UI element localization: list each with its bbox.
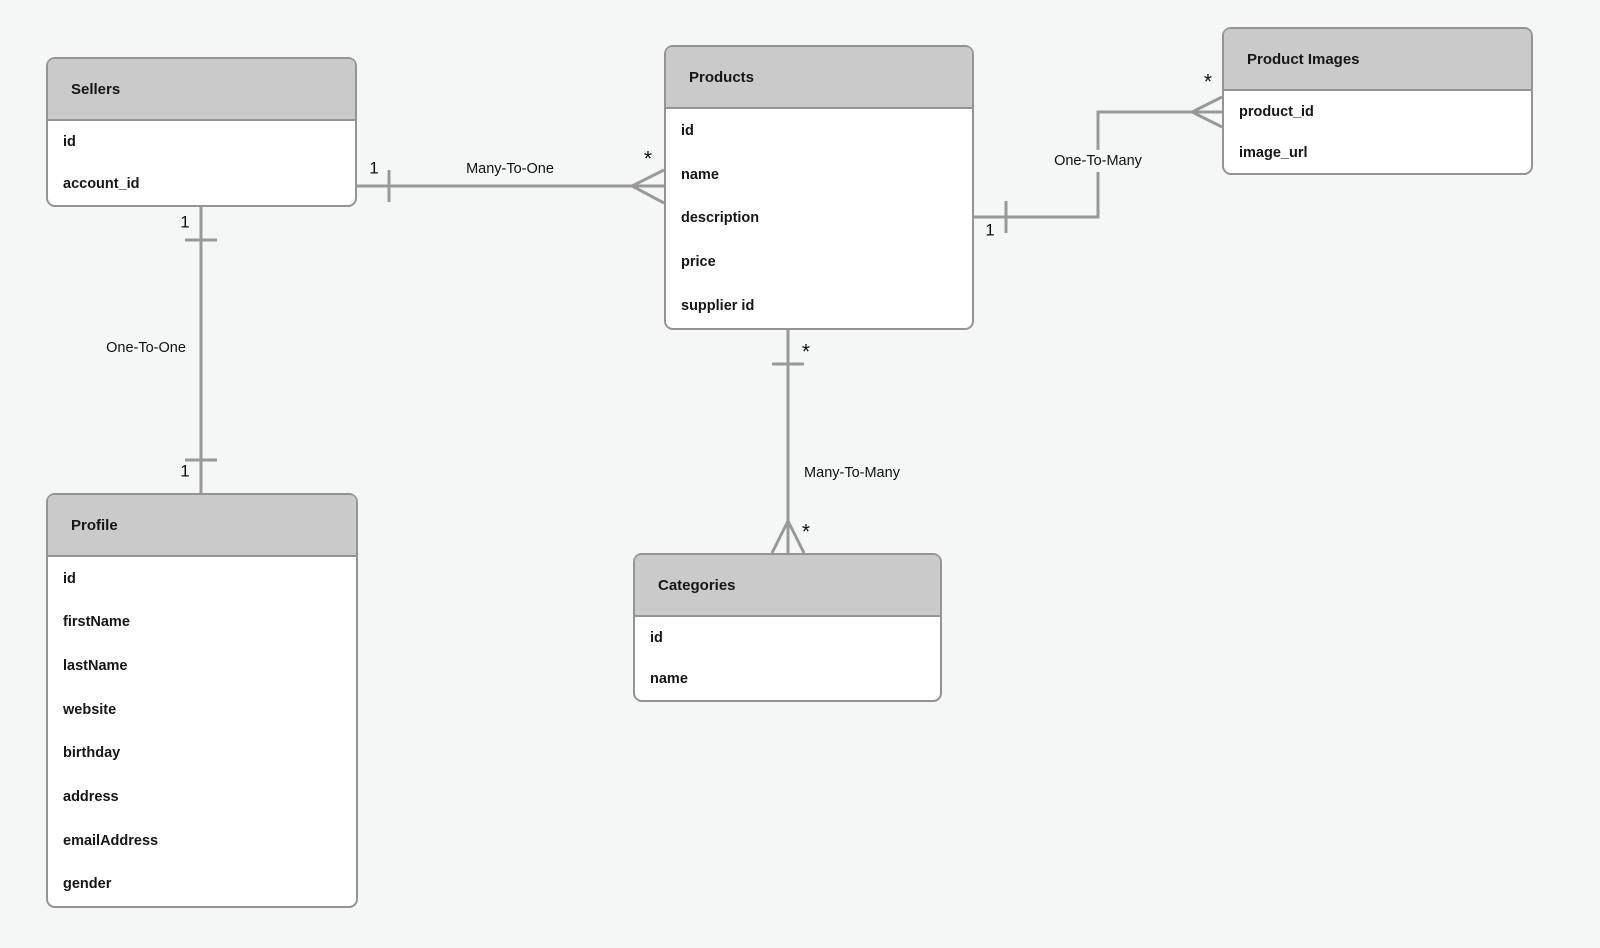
- field-product-images-image-url: image_url: [1239, 144, 1308, 161]
- cardinality-products-categories-many-bottom: *: [801, 520, 811, 544]
- relationship-label-one-to-many: One-To-Many: [1048, 150, 1148, 172]
- field-profile-address: address: [63, 788, 119, 805]
- entity-product-images-title: Product Images: [1247, 50, 1360, 68]
- field-profile-birthday: birthday: [63, 745, 121, 762]
- field-profile-id: id: [63, 570, 76, 587]
- field-products-description: description: [681, 210, 760, 227]
- field-products-price: price: [681, 254, 716, 271]
- field-product-images-product-id: product_id: [1239, 103, 1314, 120]
- entity-profile-title: Profile: [71, 516, 118, 534]
- entity-sellers-title: Sellers: [71, 80, 121, 98]
- relationship-label-many-to-one: Many-To-One: [466, 161, 554, 177]
- entity-categories-title: Categories: [658, 576, 736, 594]
- field-profile-website: website: [63, 701, 117, 718]
- field-profile-gender: gender: [63, 876, 112, 893]
- crow-foot-many-marker: [631, 168, 665, 205]
- field-products-id: id: [681, 122, 694, 139]
- relationship-label-many-to-many: Many-To-Many: [804, 465, 900, 481]
- cardinality-sellers-products-many: *: [643, 147, 653, 171]
- entity-sellers[interactable]: Sellers id account_id: [46, 57, 357, 207]
- cardinality-products-categories-many-top: *: [801, 340, 811, 364]
- cardinality-products-images-many: *: [1203, 70, 1213, 94]
- field-profile-firstname: firstName: [63, 614, 130, 631]
- relationship-label-one-to-one: One-To-One: [106, 340, 186, 356]
- cardinality-sellers-profile-one-top: 1: [180, 212, 190, 232]
- field-categories-name: name: [650, 671, 688, 688]
- entity-profile-header: Profile: [48, 495, 356, 557]
- connector-products-categories: [770, 330, 806, 554]
- entity-profile-fields: id firstName lastName website birthday a…: [48, 557, 356, 906]
- field-sellers-id: id: [63, 134, 76, 150]
- crow-foot-many-marker: [770, 520, 806, 554]
- field-categories-id: id: [650, 629, 663, 646]
- cardinality-sellers-profile-one-bottom: 1: [180, 461, 190, 481]
- entity-profile[interactable]: Profile id firstName lastName website bi…: [46, 493, 358, 908]
- entity-products-header: Products: [666, 47, 972, 109]
- field-profile-lastname: lastName: [63, 658, 128, 675]
- cardinality-sellers-products-one: 1: [369, 158, 379, 178]
- field-products-supplier-id: supplier id: [681, 298, 755, 315]
- entity-product-images-header: Product Images: [1224, 29, 1531, 91]
- entity-products-fields: id name description price supplier id: [666, 109, 972, 328]
- connector-sellers-products: [357, 168, 665, 205]
- field-sellers-account-id: account_id: [63, 176, 140, 192]
- entity-categories[interactable]: Categories id name: [633, 553, 942, 702]
- field-products-name: name: [681, 166, 719, 183]
- entity-products[interactable]: Products id name description price suppl…: [664, 45, 974, 330]
- entity-categories-fields: id name: [635, 617, 940, 700]
- entity-products-title: Products: [689, 68, 755, 86]
- entity-sellers-fields: id account_id: [48, 121, 355, 205]
- crow-foot-many-marker: [1191, 95, 1223, 129]
- cardinality-products-images-one: 1: [985, 220, 995, 240]
- entity-sellers-header: Sellers: [48, 59, 355, 121]
- entity-product-images-fields: product_id image_url: [1224, 91, 1531, 173]
- field-profile-emailaddress: emailAddress: [63, 832, 159, 849]
- entity-categories-header: Categories: [635, 555, 940, 617]
- entity-product-images[interactable]: Product Images product_id image_url: [1222, 27, 1533, 175]
- connector-sellers-profile: [185, 207, 217, 493]
